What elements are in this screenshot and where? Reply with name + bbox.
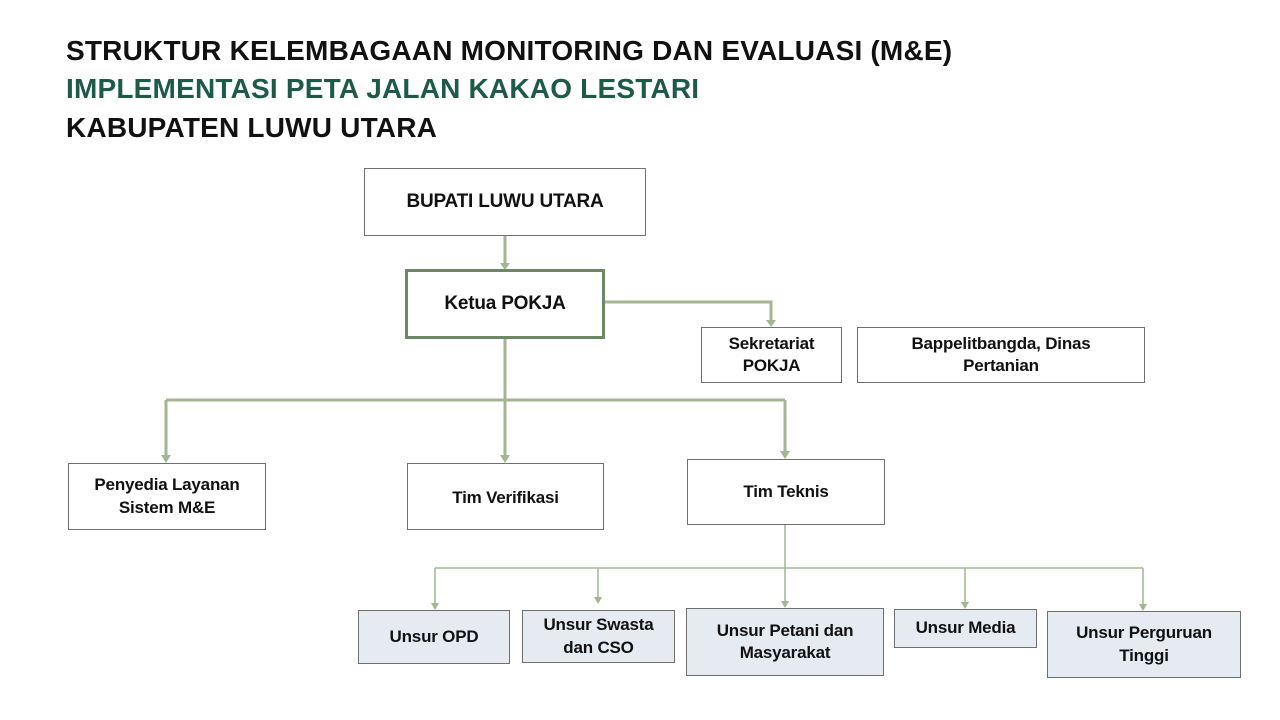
title-line-1: STRUKTUR KELEMBAGAAN MONITORING DAN EVAL…: [66, 35, 953, 66]
node-bappelitbangda: Bappelitbangda, Dinas Pertanian: [857, 327, 1145, 383]
node-penyedia-layanan-label: Penyedia Layanan Sistem M&E: [94, 475, 240, 517]
node-sekretariat-pokja-label: Sekretariat POKJA: [728, 333, 815, 375]
node-unsur-petani: Unsur Petani dan Masyarakat: [686, 608, 884, 676]
arrowhead: [500, 455, 510, 463]
arrowhead: [766, 320, 776, 327]
node-bupati-label: BUPATI LUWU UTARA: [406, 190, 604, 212]
node-unsur-opd-label: Unsur OPD: [389, 626, 479, 646]
arrowhead: [500, 263, 510, 270]
node-ketua-pokja: Ketua POKJA: [405, 269, 605, 339]
connector-ketua-sekretariat: [604, 300, 773, 322]
node-unsur-media: Unsur Media: [894, 609, 1037, 648]
node-tim-verifikasi-label: Tim Verifikasi: [452, 488, 559, 508]
node-unsur-swasta-label: Unsur Swasta dan CSO: [543, 615, 654, 657]
node-unsur-perguruan: Unsur Perguruan Tinggi: [1047, 611, 1241, 678]
title-line-3: KABUPATEN LUWU UTARA: [66, 112, 438, 143]
node-unsur-media-label: Unsur Media: [915, 618, 1016, 638]
node-tim-teknis: Tim Teknis: [687, 459, 885, 525]
node-unsur-opd: Unsur OPD: [358, 610, 510, 664]
node-bupati: BUPATI LUWU UTARA: [364, 168, 646, 236]
node-tim-teknis-label: Tim Teknis: [743, 481, 829, 501]
arrowhead: [780, 451, 790, 459]
title-line-2: IMPLEMENTASI PETA JALAN KAKAO LESTARI: [66, 73, 700, 104]
arrowhead: [1139, 604, 1147, 611]
arrowhead: [781, 601, 789, 608]
node-sekretariat-pokja: Sekretariat POKJA: [701, 327, 842, 383]
node-penyedia-layanan: Penyedia Layanan Sistem M&E: [68, 463, 266, 530]
arrowhead: [431, 603, 439, 610]
arrowhead: [161, 455, 171, 463]
node-unsur-perguruan-label: Unsur Perguruan Tinggi: [1076, 623, 1212, 665]
node-bappelitbangda-label: Bappelitbangda, Dinas Pertanian: [911, 333, 1091, 375]
arrowhead: [594, 597, 602, 604]
node-ketua-pokja-label: Ketua POKJA: [444, 292, 566, 314]
node-unsur-swasta: Unsur Swasta dan CSO: [522, 610, 675, 663]
arrowhead: [961, 602, 969, 609]
node-unsur-petani-label: Unsur Petani dan Masyarakat: [716, 620, 854, 662]
node-tim-verifikasi: Tim Verifikasi: [407, 463, 604, 530]
